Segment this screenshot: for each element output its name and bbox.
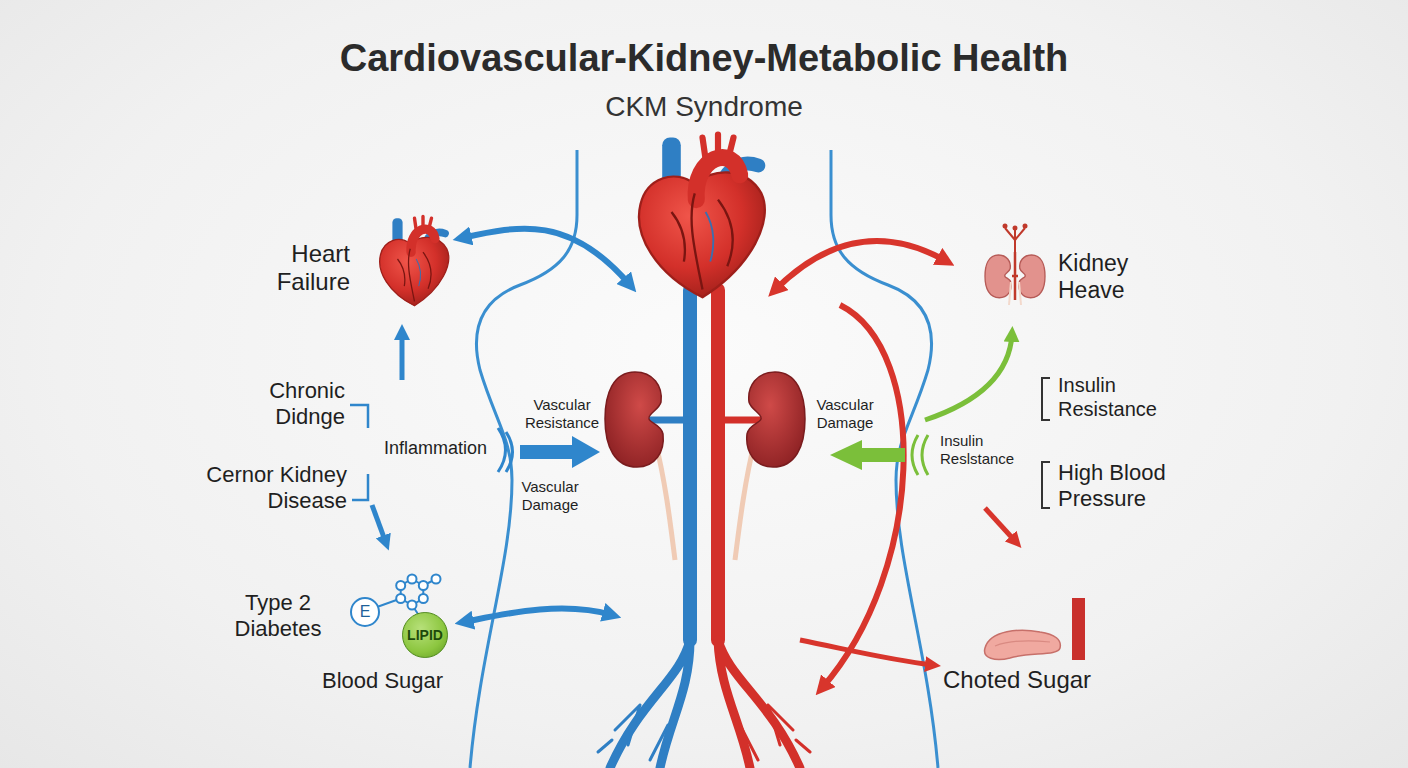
vessel-tree [1005,228,1025,252]
vessel-dot [1023,224,1028,229]
diagram-title: Cardiovascular-Kidney-Metabolic Health [0,36,1408,81]
mechanism-label: Vascular Damage [805,396,885,431]
flow-arrow [372,505,386,543]
renal-artery [718,417,761,424]
atom [408,601,417,610]
lipid-circle: LIPID [402,612,448,658]
mechanism-label: Vascular Resistance [517,396,607,431]
aorta [711,290,725,640]
renal-vein [649,417,690,424]
chevron-arcs [912,435,928,475]
mechanism-label: Inflammation [384,438,487,459]
block-arrow [830,440,905,470]
atom [419,594,428,603]
vessel-dot [1013,226,1018,231]
ureter [1009,282,1021,305]
vessel-dot [1003,224,1008,229]
flow-arrow [925,334,1012,420]
heart-icon [380,217,449,306]
kidney-icon [1019,255,1045,298]
node-text: LIPID [407,628,443,642]
pancreas-duct [995,641,1050,646]
flow-arrow [800,640,933,665]
atom [396,594,405,603]
sugar-bar [1072,598,1085,660]
chevron-arcs [498,428,513,472]
flow-arrow [822,305,904,688]
heart-illustration [639,135,765,298]
flow-arrow [464,609,612,622]
risk-factor-label: High Blood Pressure [1058,460,1188,512]
flow-arrow [462,229,630,285]
flow-arrow [985,508,1016,542]
vena-cava [683,290,697,640]
mechanism-label: Insulin Reslstance [940,432,1025,467]
condition-label: Heart Failure [250,240,350,297]
atom [432,575,441,584]
condition-label: Kidney Heave [1058,250,1158,304]
artery-twigs [740,705,810,760]
block-arrow [520,436,600,468]
pancreas-icon [985,630,1061,659]
kidney [605,372,663,467]
risk-factor-label: Choted Sugar [943,666,1091,694]
condition-label: Chronic Didnge [245,378,345,430]
molecule-circle: E [350,597,380,627]
kidney [747,372,805,467]
atom [419,581,428,590]
risk-factor-label: Insulin Resistance [1058,374,1168,421]
bracket [350,405,368,500]
kidney-vessel [1012,252,1018,300]
node-text: E [360,604,371,620]
ureter [735,440,755,560]
condition-label: Type 2 Diabetes [228,590,328,642]
bracket [1042,378,1050,508]
artery-branches [718,640,800,768]
atom [396,581,405,590]
flow-arrow [775,241,946,290]
kidney-icon [985,255,1011,298]
vein-twigs [598,705,668,760]
risk-factor-label: Blood Sugar [322,668,443,694]
condition-label: Cernor Kidney Disease [187,462,347,514]
mechanism-label: Vascular Damage [505,478,595,513]
subtitle: CKM Syndrome [404,90,1004,123]
flow-arrow [400,332,405,380]
atom [408,575,417,584]
vein-branches [610,640,690,768]
ureter [655,440,675,560]
